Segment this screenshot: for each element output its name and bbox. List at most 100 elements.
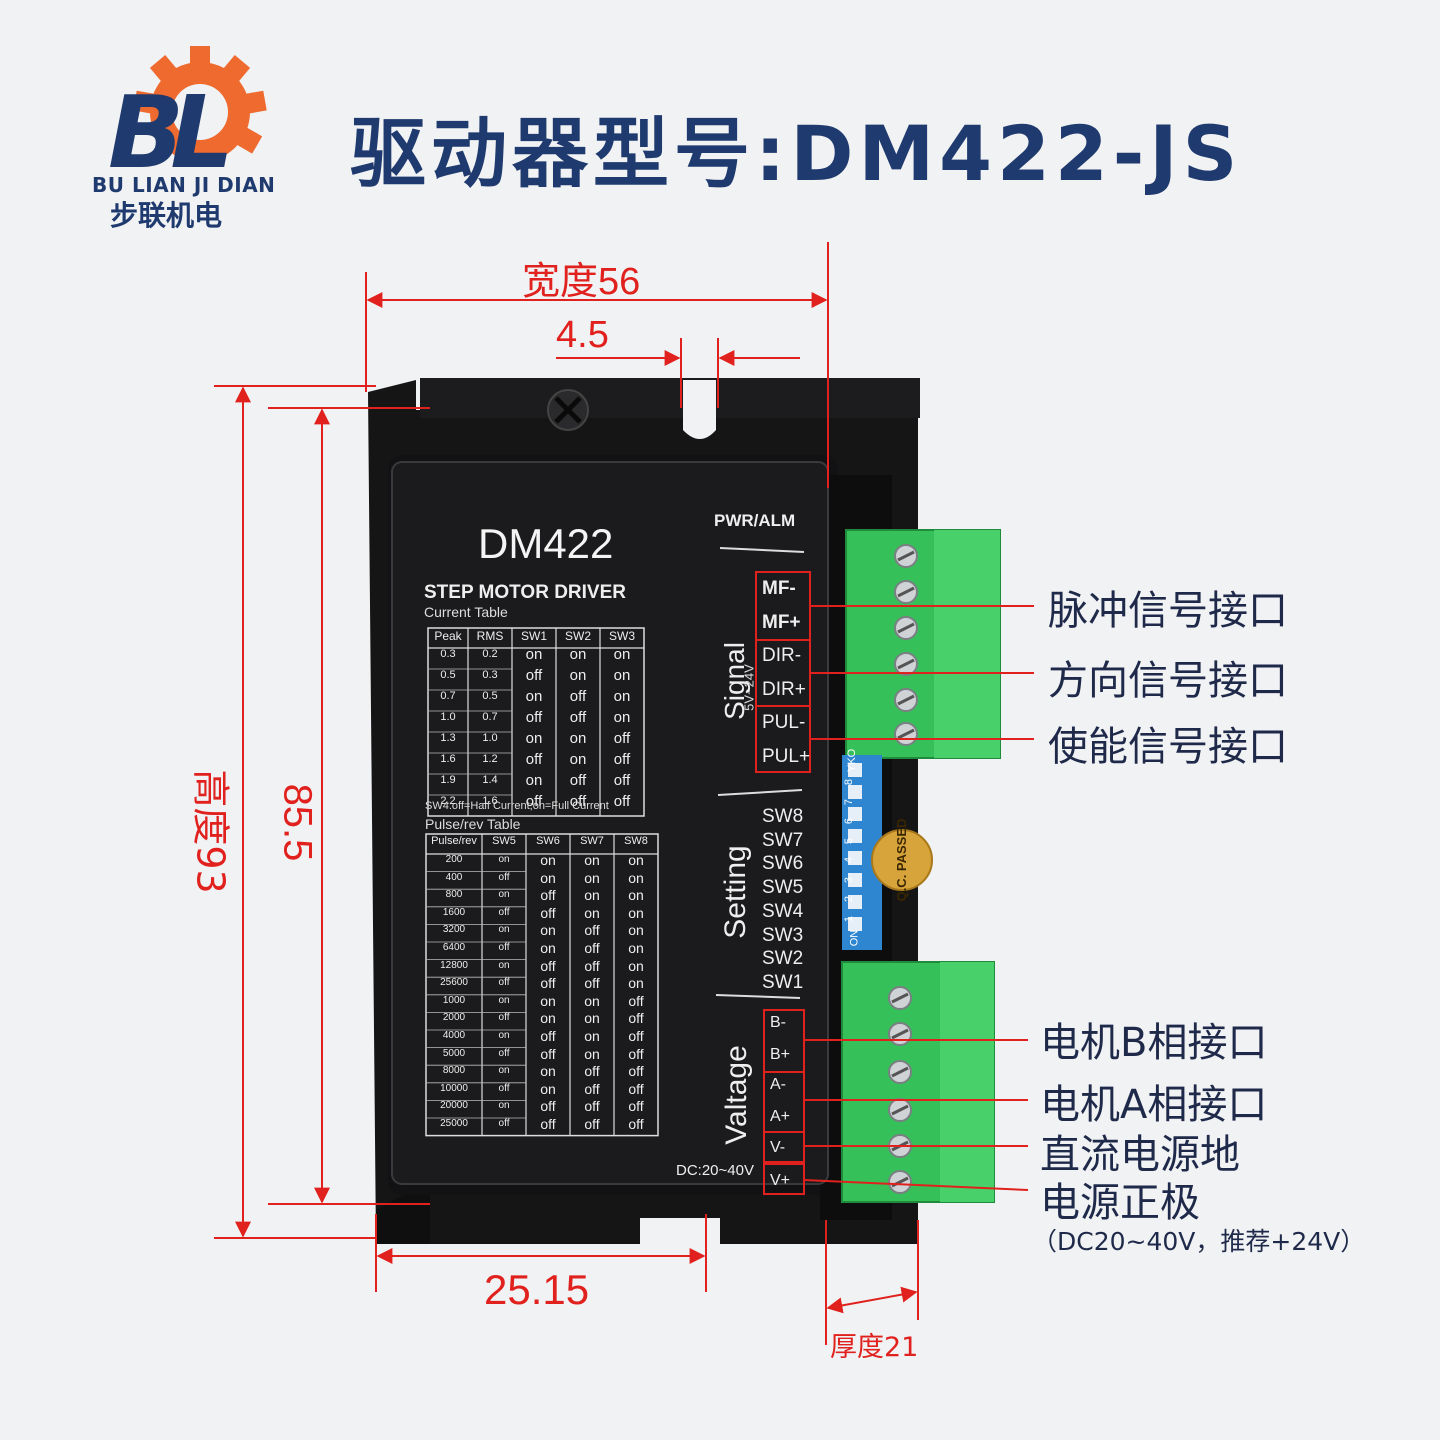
table-cell: on [584, 1028, 600, 1044]
callout-leaders [803, 605, 1034, 1191]
table-cell: off [584, 922, 600, 939]
thickness-dimension: 厚度21 [830, 1332, 919, 1363]
table-cell: on [628, 904, 644, 921]
power-terminal-label: A- [770, 1076, 786, 1093]
driver-subtitle: STEP MOTOR DRIVER [424, 582, 626, 603]
table-cell: off [584, 1116, 600, 1132]
table-header: Peak [434, 629, 462, 643]
current-table-label: Current Table [424, 604, 508, 620]
setting-label: Setting [719, 845, 752, 939]
setting-switch-label: SW3 [762, 924, 804, 946]
table-cell: on [525, 730, 543, 747]
table-cell: off [584, 1080, 600, 1097]
dip-switch-key[interactable] [848, 873, 862, 887]
table-cell: 200 [445, 854, 463, 865]
table-cell: on [584, 992, 600, 1009]
dip-number: 6 [843, 817, 856, 825]
table-cell: 4000 [442, 1030, 466, 1041]
table-cell: on [540, 992, 556, 1009]
dip-switch-key[interactable] [848, 917, 862, 931]
table-cell: 1.0 [482, 732, 498, 744]
dip-switch-key[interactable] [848, 807, 862, 821]
table-cell: off [525, 751, 543, 768]
sw4-note: SW4:off=Half Current;on=Full Current [425, 800, 609, 812]
table-cell: on [498, 994, 510, 1006]
table-cell: off [540, 887, 556, 904]
table-cell: off [540, 1098, 556, 1115]
table-cell: 0.2 [482, 648, 498, 660]
table-cell: off [584, 1098, 600, 1115]
dip-number: 5 [843, 837, 856, 844]
power-terminal-label: V- [770, 1139, 786, 1156]
table-cell: on [498, 854, 510, 865]
table-cell: on [628, 940, 644, 956]
model-label: DM422 [478, 520, 614, 567]
signal-terminal-label: MF- [762, 578, 796, 599]
setting-switch-label: SW5 [762, 877, 804, 899]
table-cell: off [569, 709, 587, 726]
table-cell: 1.2 [482, 753, 498, 765]
table-cell: 25000 [440, 1118, 468, 1129]
pulse-table-grid [425, 833, 659, 1137]
dip-switch-key[interactable] [848, 829, 862, 843]
dip-switch-key[interactable] [848, 763, 862, 777]
brand-name-cn: 步联机电 [110, 199, 223, 232]
table-cell: on [569, 646, 587, 663]
table-cell: on [498, 1100, 510, 1112]
table-cell: off [540, 957, 556, 974]
signal-terminal-label: DIR+ [762, 678, 806, 700]
dip-switch-key[interactable] [848, 895, 862, 909]
dip-number: 4 [843, 856, 856, 864]
table-cell: on [540, 869, 556, 886]
qc-sticker: Q.C. PASSED [871, 819, 933, 901]
power-terminal-label: B- [770, 1014, 786, 1031]
power-terminal-label: B+ [770, 1046, 791, 1063]
dip-number: 7 [843, 798, 856, 805]
table-cell: off [584, 940, 600, 956]
table-cell: on [540, 940, 556, 956]
table-cell: on [613, 709, 631, 726]
power-terminal-label: V+ [770, 1172, 791, 1189]
setting-switch-label: SW7 [762, 829, 804, 851]
table-cell: 1.6 [440, 753, 456, 765]
table-cell: on [613, 646, 631, 663]
table-cell: off [569, 688, 587, 705]
dip-switch-key[interactable] [848, 851, 862, 865]
power-terminal-label: A+ [770, 1108, 791, 1125]
signal-terminal-block [845, 529, 1001, 759]
table-cell: off [628, 1116, 644, 1132]
table-cell: on [569, 730, 587, 747]
callout-dc-ground: 直流电源地 [1040, 1132, 1240, 1178]
current-table-grid [427, 627, 645, 817]
table-cell: on [613, 667, 631, 684]
table-cell: on [628, 852, 644, 868]
dip-number: 8 [843, 778, 856, 786]
table-cell: 1.4 [482, 774, 498, 786]
callout-motor-a: 电机A相接口 [1040, 1082, 1268, 1128]
table-cell: off [498, 906, 510, 918]
table-cell: on [540, 852, 556, 868]
table-cell: on [540, 1063, 556, 1080]
table-cell: off [584, 975, 600, 992]
dip-switch-key[interactable] [848, 785, 862, 799]
table-cell: on [584, 887, 600, 904]
brand-name-en: BU LIAN JI DIAN [92, 173, 276, 197]
table-cell: 1.3 [440, 732, 456, 744]
setting-switch-label: SW1 [762, 971, 804, 993]
height-dimension: 高度93 [188, 769, 233, 894]
table-cell: off [498, 942, 510, 953]
table-cell: off [498, 1118, 510, 1129]
width-dimension: 宽度56 [522, 261, 641, 303]
table-cell: 0.5 [482, 690, 498, 702]
table-cell: off [584, 957, 600, 974]
table-cell: on [498, 1030, 510, 1041]
hole-spacing-dimension: 85.5 [275, 783, 320, 862]
callout-direction: 方向信号接口 [1048, 658, 1288, 704]
table-header: SW6 [536, 835, 560, 847]
dip-number: 1 [843, 915, 856, 922]
table-cell: 1000 [442, 994, 466, 1006]
table-header: SW3 [608, 629, 635, 643]
signal-terminal-label: DIR- [762, 645, 802, 667]
table-cell: off [525, 709, 543, 726]
